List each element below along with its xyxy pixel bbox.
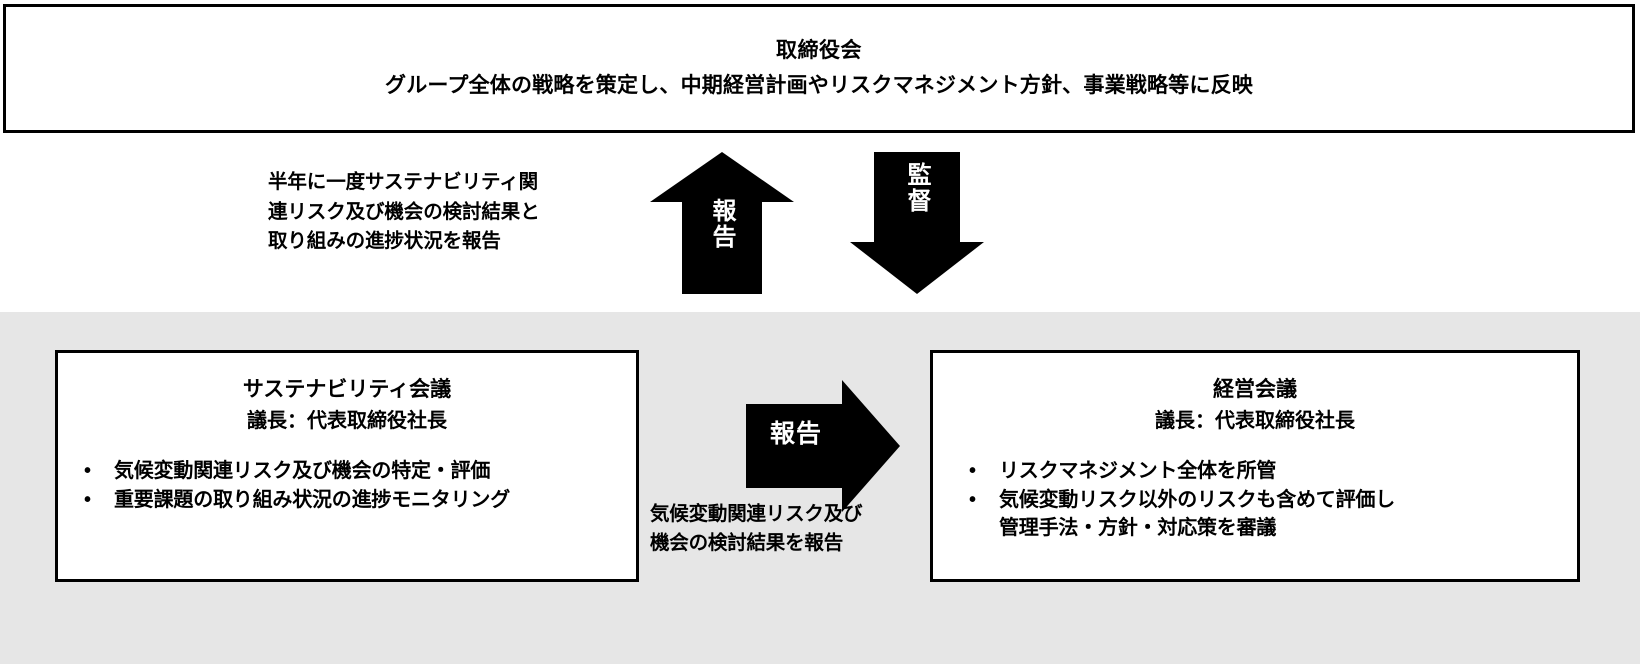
- management-meeting-header: 経営会議 議長：代表取締役社長: [933, 375, 1577, 435]
- list-item: • リスクマネジメント全体を所管: [969, 457, 1577, 485]
- up-arrow-label: 報告: [708, 198, 735, 250]
- sustainability-committee-title: サステナビリティ会議: [242, 378, 452, 401]
- board-of-directors-description: グループ全体の戦略を策定し、中期経営計画やリスクマネジメント方針、事業戦略等に反…: [385, 73, 1253, 97]
- list-item: • 重要課題の取り組み状況の進捗モニタリング: [84, 486, 636, 514]
- arrow-up-icon: [650, 152, 794, 294]
- sustainability-committee-box: サステナビリティ会議 議長：代表取締役社長 • 気候変動関連リスク及び機会の特定…: [55, 350, 639, 582]
- list-item-label: 気候変動リスク以外のリスクも含めて評価し 管理手法・方針・対応策を審議: [999, 488, 1395, 539]
- down-arrow-supervise: 監督: [848, 150, 986, 296]
- report-to-board-caption-line-3: 取り組みの進捗状況を報告: [268, 230, 501, 253]
- report-to-board-caption: 半年に一度サステナビリティ関 連リスク及び機会の検討結果と 取り組みの進捗状況を…: [268, 168, 638, 257]
- report-to-board-caption-line-2: 連リスク及び機会の検討結果と: [268, 200, 540, 223]
- sustainability-committee-header: サステナビリティ会議 議長：代表取締役社長: [58, 375, 636, 435]
- mid-arrow-caption: 気候変動関連リスク及び 機会の検討結果を報告: [650, 500, 940, 559]
- up-arrow-report: 報告: [648, 150, 796, 296]
- list-item-label: リスクマネジメント全体を所管: [999, 460, 1277, 483]
- list-item-label: 重要課題の取り組み状況の進捗モニタリング: [114, 488, 510, 511]
- right-arrow-label: 報告: [769, 420, 822, 448]
- list-item: • 気候変動リスク以外のリスクも含めて評価し 管理手法・方針・対応策を審議: [969, 486, 1577, 543]
- mid-arrow-caption-line-2: 機会の検討結果を報告: [650, 532, 844, 555]
- management-meeting-title: 経営会議: [1213, 378, 1297, 401]
- arrow-right-icon: [746, 380, 900, 512]
- arrow-down-icon: [850, 152, 984, 294]
- sustainability-committee-chair: 議長：代表取締役社長: [247, 409, 447, 432]
- report-to-board-caption-line-1: 半年に一度サステナビリティ関: [268, 171, 539, 193]
- board-of-directors-content: 取締役会 グループ全体の戦略を策定し、中期経営計画やリスクマネジメント方針、事業…: [6, 35, 1632, 101]
- mid-arrow-caption-line-1: 気候変動関連リスク及び: [650, 503, 863, 525]
- bullet-marker-icon: •: [84, 488, 91, 511]
- board-of-directors-title: 取締役会: [776, 39, 862, 62]
- sustainability-committee-bullets: • 気候変動関連リスク及び機会の特定・評価 • 重要課題の取り組み状況の進捗モニ…: [58, 457, 636, 514]
- down-arrow-label: 監督: [903, 162, 930, 214]
- list-item-label: 気候変動関連リスク及び機会の特定・評価: [114, 460, 491, 483]
- management-meeting-chair: 議長：代表取締役社長: [1155, 409, 1355, 432]
- bullet-marker-icon: •: [84, 460, 91, 483]
- board-of-directors-box: 取締役会 グループ全体の戦略を策定し、中期経営計画やリスクマネジメント方針、事業…: [3, 4, 1635, 133]
- list-item: • 気候変動関連リスク及び機会の特定・評価: [84, 457, 636, 485]
- management-meeting-box: 経営会議 議長：代表取締役社長 • リスクマネジメント全体を所管 • 気候変動リ…: [930, 350, 1580, 582]
- bullet-marker-icon: •: [969, 460, 976, 483]
- right-arrow-report: 報告: [742, 378, 904, 514]
- bullet-marker-icon: •: [969, 488, 976, 511]
- management-meeting-bullets: • リスクマネジメント全体を所管 • 気候変動リスク以外のリスクも含めて評価し …: [933, 457, 1577, 542]
